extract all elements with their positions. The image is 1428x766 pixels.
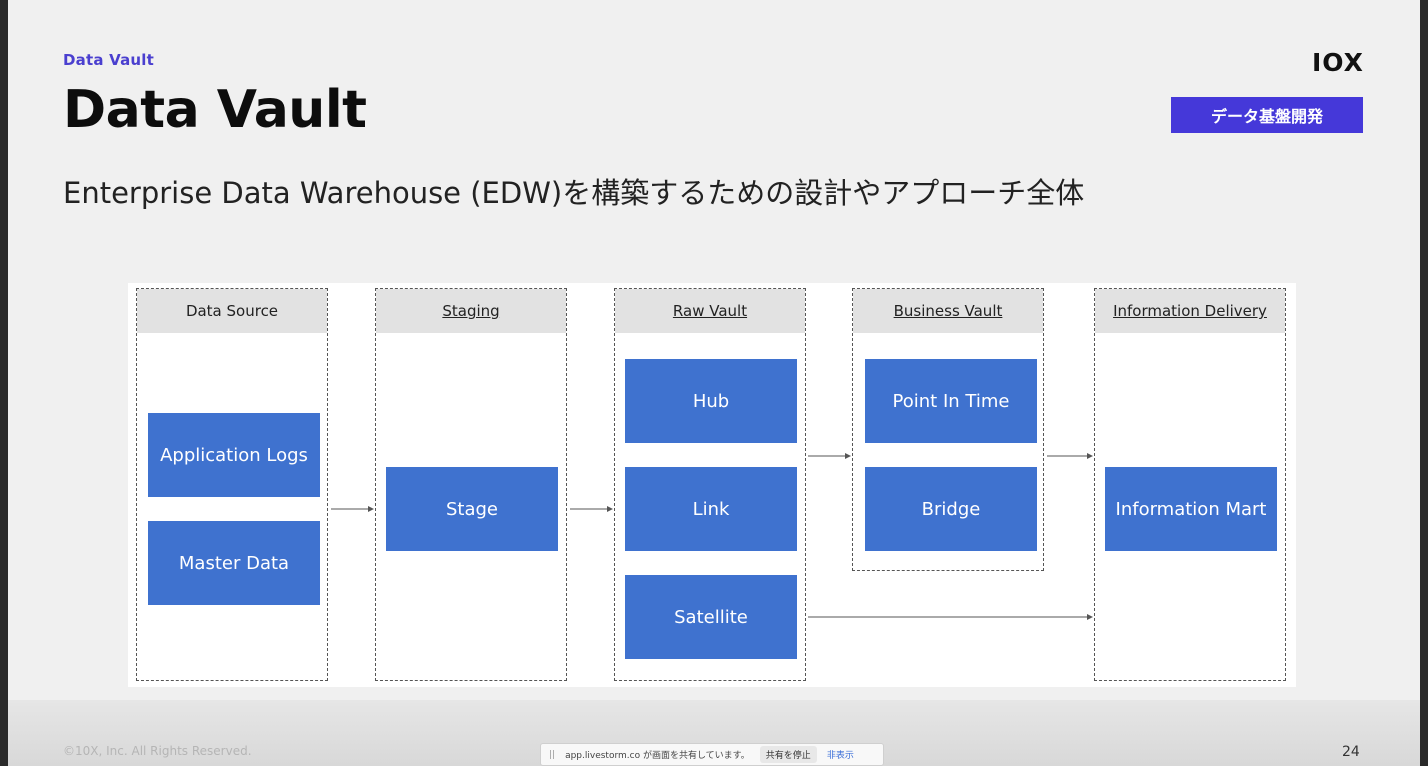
column-header-business-vault: Business Vault (853, 289, 1043, 333)
brand-logo: IOX (1312, 48, 1364, 77)
column-header-staging: Staging (376, 289, 566, 333)
box-hub: Hub (625, 359, 797, 443)
drag-handle-icon[interactable]: || (549, 749, 556, 760)
column-header-data-source: Data Source (137, 289, 327, 333)
share-message: app.livestorm.co が画面を共有しています。 (565, 751, 750, 761)
diagram-panel: Data Source Staging Raw Vault Business V… (128, 283, 1296, 687)
stop-sharing-button[interactable]: 共有を停止 (759, 746, 817, 763)
box-point-in-time: Point In Time (865, 359, 1037, 443)
box-bridge: Bridge (865, 467, 1037, 551)
slide-subtitle: Enterprise Data Warehouse (EDW)を構築するための設… (63, 176, 1085, 210)
box-information-mart: Information Mart (1105, 467, 1277, 551)
box-satellite: Satellite (625, 575, 797, 659)
topic-badge: データ基盤開発 (1171, 97, 1363, 133)
copyright-text: ©10X, Inc. All Rights Reserved. (63, 744, 252, 758)
column-header-information-delivery: Information Delivery (1095, 289, 1285, 333)
slide-kicker: Data Vault (63, 51, 154, 69)
box-master-data: Master Data (148, 521, 320, 605)
hide-button[interactable]: 非表示 (826, 751, 854, 761)
left-frame-strip (0, 0, 8, 766)
slide-title: Data Vault (63, 80, 367, 140)
box-link: Link (625, 467, 797, 551)
screen-share-bar: || app.livestorm.co が画面を共有しています。 共有を停止 非… (540, 743, 884, 766)
box-application-logs: Application Logs (148, 413, 320, 497)
flow-arrows (331, 453, 1093, 620)
page-number: 24 (1342, 744, 1360, 760)
box-stage: Stage (386, 467, 558, 551)
right-frame-strip (1420, 0, 1428, 766)
column-header-raw-vault: Raw Vault (615, 289, 805, 333)
